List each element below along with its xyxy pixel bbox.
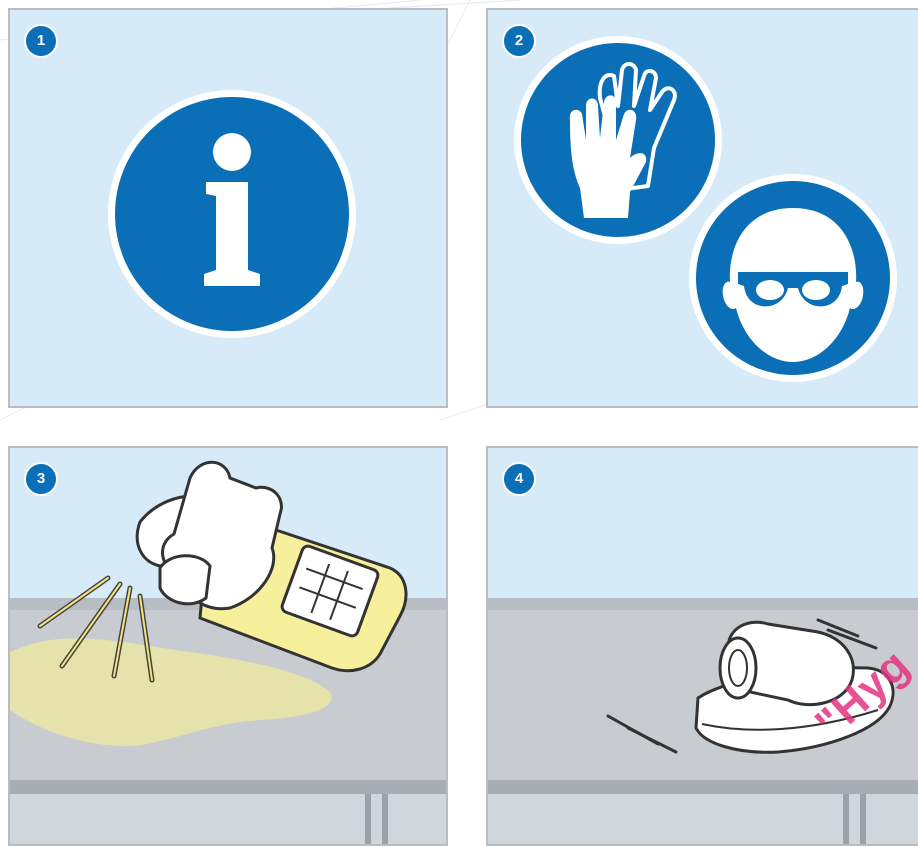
spray-bottle-cleaning-icon: [10, 448, 448, 846]
gloves-and-goggles-sign-icon: [488, 10, 918, 408]
step-badge-3: 3: [26, 464, 56, 494]
step-badge-1: 1: [26, 26, 56, 56]
step-panel-4: 4: [486, 446, 918, 846]
goggles-sign-icon: [689, 174, 897, 382]
gloves-sign-icon: [514, 36, 722, 244]
step-badge-2: 2: [504, 26, 534, 56]
wipe-cloth-icon: [488, 448, 918, 846]
information-sign-icon: [10, 10, 448, 408]
step-panel-1: 1: [8, 8, 448, 408]
step-panel-3: 3: [8, 446, 448, 846]
step-badge-4: 4: [504, 464, 534, 494]
step-panel-2: 2: [486, 8, 918, 408]
